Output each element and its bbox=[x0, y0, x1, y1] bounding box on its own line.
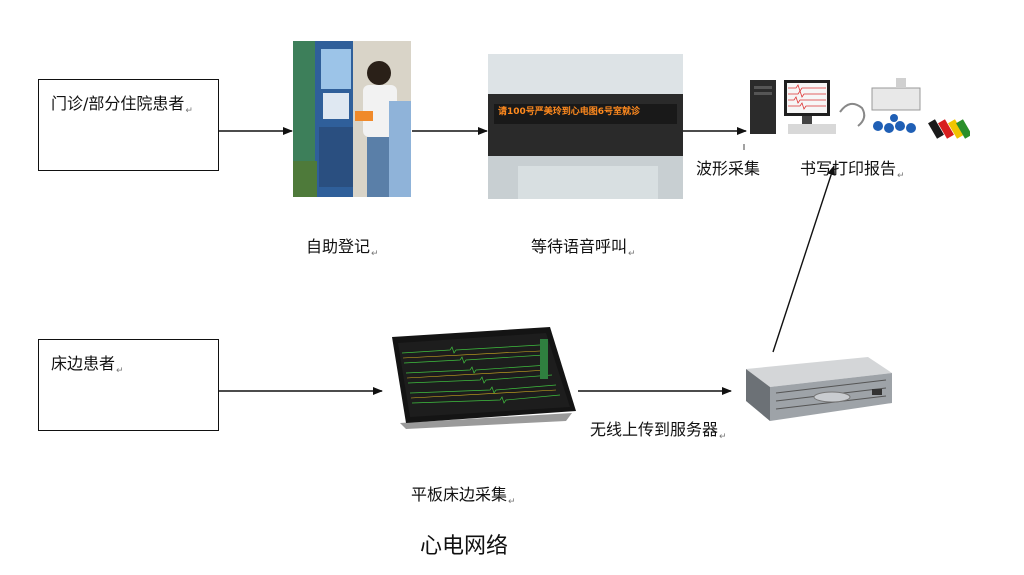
tablet-label: 平板床边采集↵ bbox=[411, 485, 516, 508]
led-text: 请100号严美玲到心电图6号室就诊 bbox=[498, 107, 641, 117]
tablet-photo bbox=[390, 325, 580, 430]
kiosk-photo bbox=[293, 41, 411, 197]
server-photo bbox=[746, 355, 892, 423]
report-label: 书写打印报告↵ bbox=[800, 159, 905, 182]
outpatient-label: 门诊/部分住院患者↵ bbox=[51, 94, 193, 117]
ecg-workstation-photo bbox=[748, 72, 970, 150]
wait-call-label: 等待语音呼叫↵ bbox=[531, 237, 636, 260]
bedside-box: 床边患者↵ bbox=[38, 339, 219, 431]
outpatient-box: 门诊/部分住院患者↵ bbox=[38, 79, 219, 171]
waveform-label: 波形采集 bbox=[696, 159, 761, 178]
arrow-server-to-report bbox=[772, 165, 835, 353]
diagram-caption: 心电网络 bbox=[420, 534, 509, 559]
upload-label: 无线上传到服务器↵ bbox=[590, 420, 727, 443]
bedside-label: 床边患者↵ bbox=[51, 354, 124, 377]
led-display-photo: 请100号严美玲到心电图6号室就诊 bbox=[488, 54, 683, 199]
self-register-label: 自助登记↵ bbox=[306, 237, 379, 260]
